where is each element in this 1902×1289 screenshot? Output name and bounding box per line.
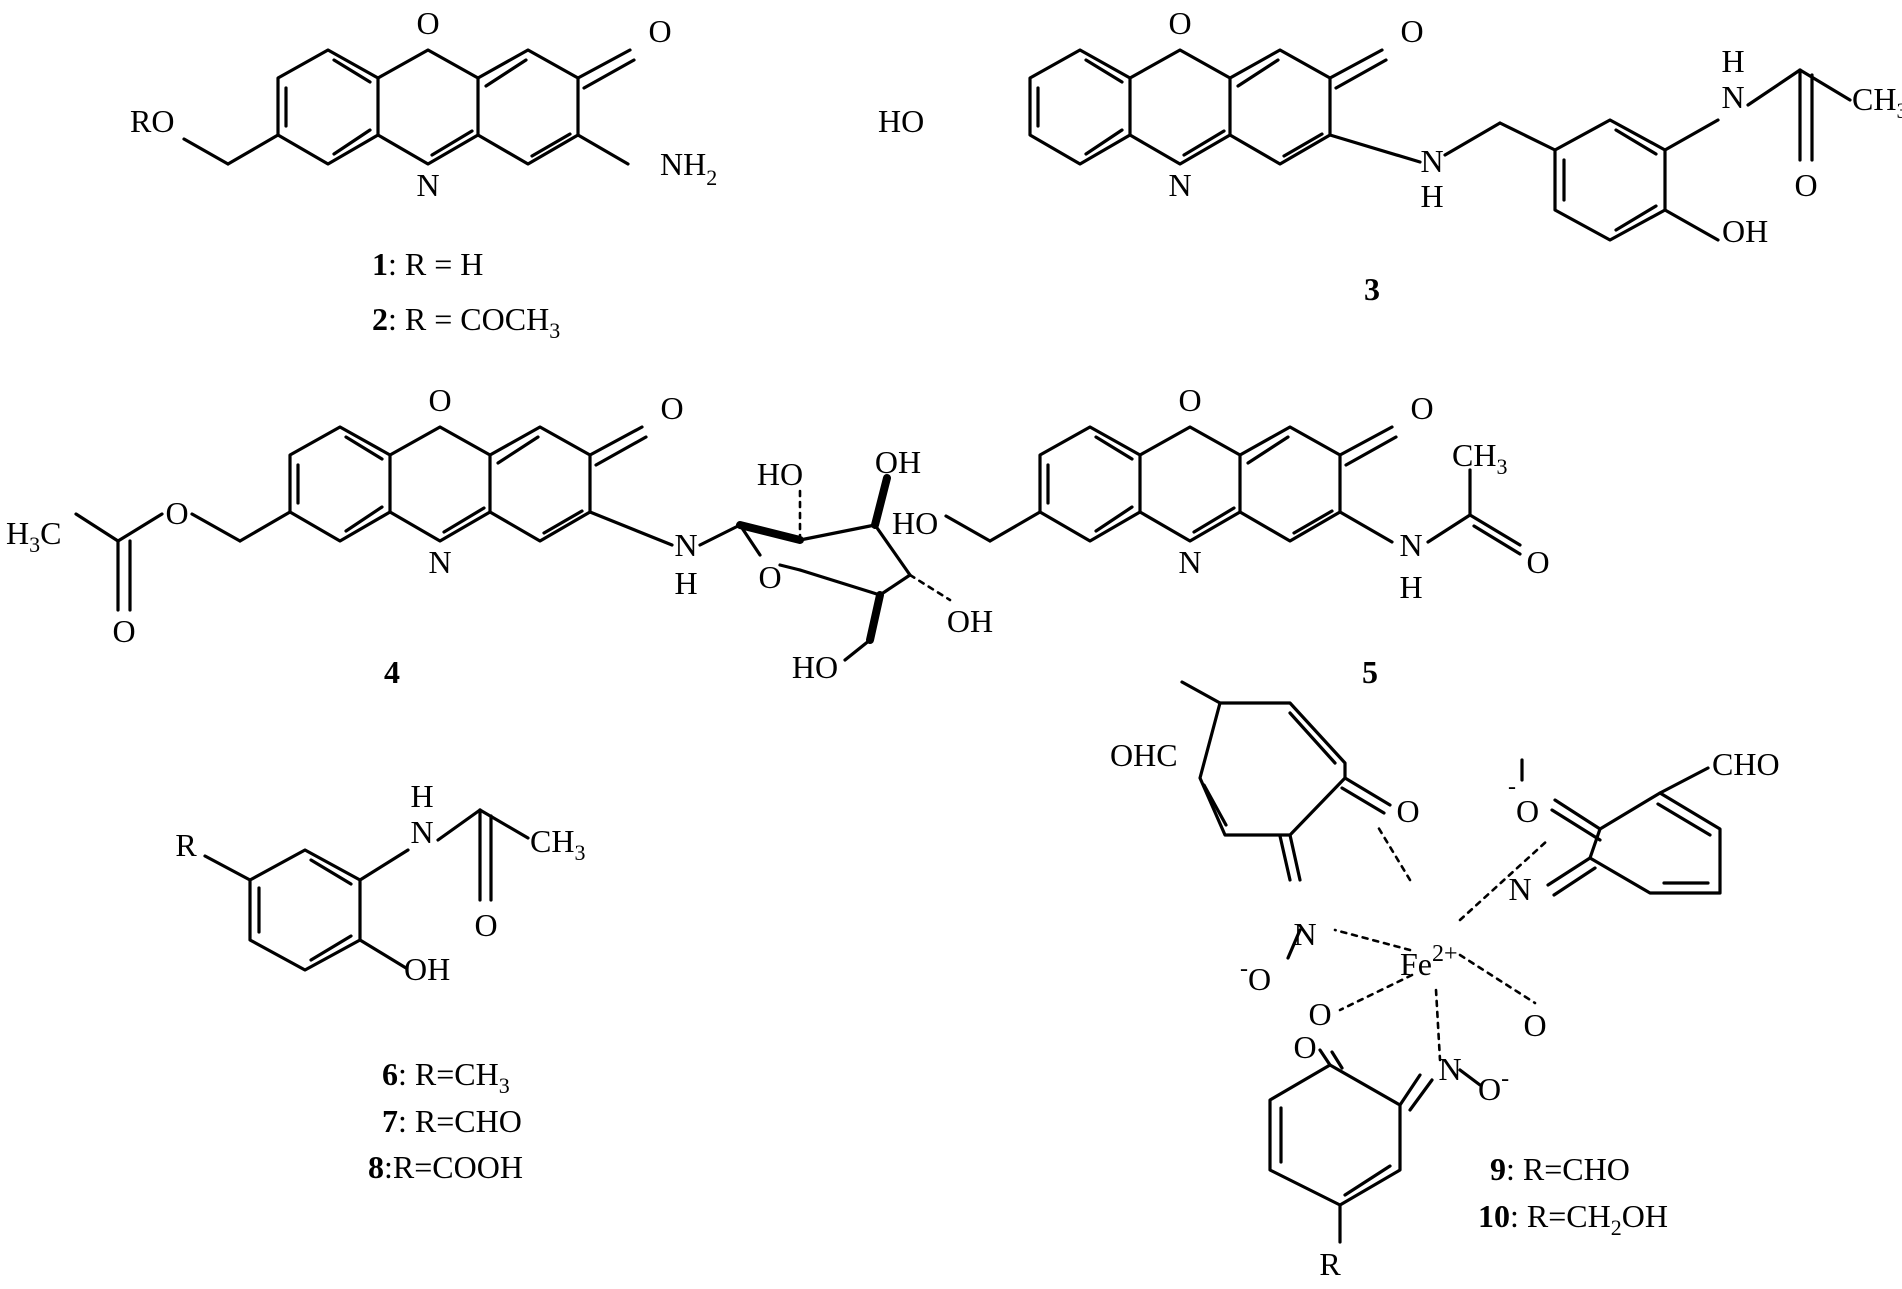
c5-methyl: CH3 xyxy=(1452,437,1507,479)
c3-amine-h: H xyxy=(1420,178,1443,214)
c3-hydroxyl: OH xyxy=(1722,213,1768,249)
c4-sugar-hydroxyl-3: OH xyxy=(947,603,993,639)
c1-ro-group: RO xyxy=(130,103,174,139)
compound-9-10-structure: OHC O N -O Fe2+ -O N CHO O O O N O- R xyxy=(1110,680,1780,1282)
c3-methyl: CH3 xyxy=(1852,81,1902,123)
c9-right-formyl: CHO xyxy=(1712,746,1780,782)
compound-4-structure: O O N H3C O O N H O HO OH OH HO xyxy=(6,382,993,685)
c3-ring-oxygen: O xyxy=(1168,5,1191,41)
c4-ring-oxygen: O xyxy=(428,382,451,418)
c9-right-oxide: -O xyxy=(1508,774,1539,829)
c1-carbonyl-oxygen: O xyxy=(648,13,671,49)
c3-ring-nitrogen: N xyxy=(1168,167,1191,203)
c3-amide-h: H xyxy=(1721,43,1744,79)
c9-top-carbonyl-o: O xyxy=(1396,793,1419,829)
c4-carbonyl-oxygen: O xyxy=(660,390,683,426)
c6-amide-oxygen: O xyxy=(474,907,497,943)
compound-9-10-caption: 9: R=CHO 10: R=CH2OH xyxy=(1478,1151,1668,1240)
c4-sugar-hydroxyl-1: HO xyxy=(757,456,803,492)
c4-ester-carbonyl-oxygen: O xyxy=(112,613,135,649)
c5-amide-n: N xyxy=(1399,527,1422,563)
caption-9: 9: R=CHO xyxy=(1490,1151,1630,1187)
c4-wedge-bond-3 xyxy=(866,591,884,644)
c4-amine-h: H xyxy=(674,565,697,601)
c5-ring-nitrogen: N xyxy=(1178,544,1201,580)
c4-acetyl-methyl: H3C xyxy=(6,515,61,557)
c5-carbonyl-oxygen: O xyxy=(1410,390,1433,426)
c4-sugar-hydroxymethyl: HO xyxy=(792,649,838,685)
c3-hydroxymethyl: HO xyxy=(878,103,924,139)
c6-methyl: CH3 xyxy=(530,823,585,865)
c4-wedge-bond-1 xyxy=(736,521,804,544)
c6-amide-h: H xyxy=(410,778,433,814)
compound-6-8-caption: 6: R=CH3 7: R=CHO 8:R=COOH xyxy=(368,1056,523,1185)
c1-ring-oxygen: O xyxy=(416,5,439,41)
c9-right-carbonyl-o: O xyxy=(1523,1007,1546,1043)
caption-7: 7: R=CHO xyxy=(382,1103,522,1139)
c4-hash-bond-2 xyxy=(908,573,952,602)
caption-line-2: 2: R = COCH3 xyxy=(372,301,560,343)
c5-amide-oxygen: O xyxy=(1526,544,1549,580)
compound-3-bonds xyxy=(1028,48,1852,242)
c9-bottom-oxide: O- xyxy=(1478,1066,1509,1107)
compound-1-2-caption: 1: R = H 2: R = COCH3 xyxy=(372,246,560,343)
c5-amide-h: H xyxy=(1399,569,1422,605)
c9-bottom-nitroso-n: N xyxy=(1438,1051,1461,1087)
c9-top-nitroso-n: N xyxy=(1293,916,1316,952)
compound-3-caption: 3 xyxy=(1364,271,1380,307)
c4-sugar-ring-oxygen: O xyxy=(758,559,781,595)
c9-bottom-coord-o: O xyxy=(1308,996,1331,1032)
c4-sugar-hydroxyl-2: OH xyxy=(875,444,921,480)
c4-wedge-bond-2 xyxy=(871,474,891,529)
caption-line-1: 1: R = H xyxy=(372,246,483,282)
c3-amide-n: N xyxy=(1721,79,1744,115)
compound-3-structure: O O N HO N H H N O CH3 OH xyxy=(878,5,1902,249)
compound-4-bonds xyxy=(74,425,912,662)
c5-ring-oxygen: O xyxy=(1178,382,1201,418)
compound-6-8-structure: R H N CH3 O OH xyxy=(175,778,585,987)
c3-carbonyl-oxygen: O xyxy=(1400,13,1423,49)
iron-center: Fe2+ xyxy=(1400,941,1458,982)
c1-amino-group: NH2 xyxy=(660,146,717,190)
caption-8: 8:R=COOH xyxy=(368,1149,523,1185)
c6-hydroxyl: OH xyxy=(404,951,450,987)
compound-1-2-structure: O O N NH2 RO xyxy=(130,5,717,203)
c4-ring-nitrogen: N xyxy=(428,544,451,580)
c9-top-oxide: -O xyxy=(1240,956,1271,997)
c5-hydroxymethyl: HO xyxy=(892,505,938,541)
c6-amide-n: N xyxy=(410,814,433,850)
compound-1-2-bonds xyxy=(182,48,636,166)
compound-4-caption: 4 xyxy=(384,654,400,690)
c4-ester-oxygen: O xyxy=(165,495,188,531)
c9-top-formyl: OHC xyxy=(1110,737,1178,773)
compound-5-caption: 5 xyxy=(1362,654,1378,690)
c4-amine-n: N xyxy=(674,527,697,563)
fe-coordination-bonds xyxy=(1333,825,1550,1062)
caption-6: 6: R=CH3 xyxy=(382,1056,510,1098)
c1-ring-nitrogen: N xyxy=(416,167,439,203)
compound-5-structure: O O N HO CH3 O N H xyxy=(892,382,1550,605)
c9-right-nitroso-n: N xyxy=(1508,871,1531,907)
c6-r-group: R xyxy=(175,827,197,863)
c9-bottom-r-group: R xyxy=(1319,1246,1341,1282)
c3-amide-o: O xyxy=(1794,167,1817,203)
c3-amine-n: N xyxy=(1420,143,1443,179)
caption-10: 10: R=CH2OH xyxy=(1478,1198,1668,1240)
compound-9-10-bonds xyxy=(1180,680,1722,1244)
c9-bottom-carbonyl-o: O xyxy=(1293,1029,1316,1065)
compound-6-8-bonds xyxy=(203,808,530,972)
compound-5-bonds xyxy=(944,425,1522,556)
